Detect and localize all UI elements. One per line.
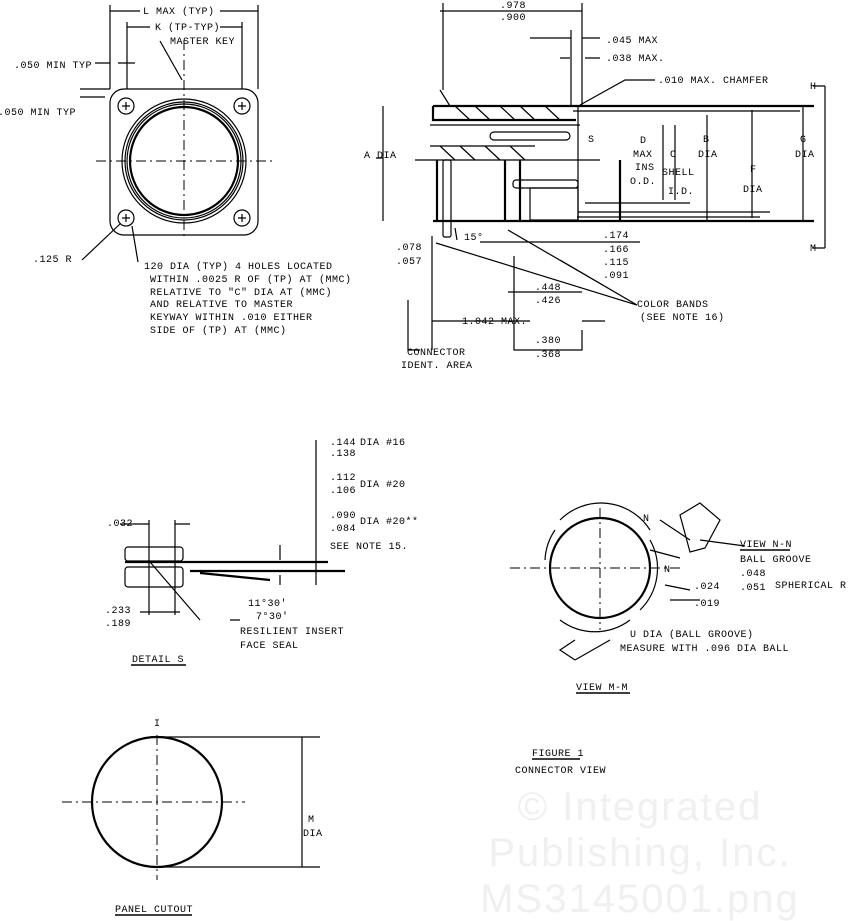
note-line: RELATIVE TO "C" DIA AT (MMC) <box>150 287 332 299</box>
dim-c: I.D. <box>668 187 694 198</box>
dim-051: .051 <box>740 583 766 594</box>
figure-caption: FIGURE 1 CONNECTOR VIEW <box>515 749 606 777</box>
dim-min-typ: .050 MIN TYP <box>0 108 76 119</box>
note-line: 120 DIA (TYP) 4 HOLES LOCATED <box>144 261 333 273</box>
dim-m: M <box>308 815 315 826</box>
figure-title: FIGURE 1 <box>532 749 584 760</box>
dim-f: F <box>750 165 757 176</box>
dim-k-tp: K (TP-TYP) <box>155 22 220 34</box>
dim-d: D <box>640 136 647 147</box>
view-m-m: N N VIEW N-N BALL GROOVE .048 .051 SPHER… <box>510 502 847 694</box>
dim-c: SHELL <box>662 168 695 179</box>
dim-112: .112 <box>330 473 356 484</box>
note-line: WITHIN .0025 R OF (TP) AT (MMC) <box>150 274 352 286</box>
dim-115: .115 <box>603 258 629 269</box>
dim-084: .084 <box>330 524 356 535</box>
note-line: KEYWAY WITHIN .010 EITHER <box>150 313 313 324</box>
dim-radius: .125 R <box>33 255 72 266</box>
dim-032: .032 <box>107 519 133 530</box>
dim-038: .038 MAX. <box>606 54 665 65</box>
dim-angle: 15° <box>464 232 484 244</box>
view-n-n-title: VIEW N-N <box>740 540 792 551</box>
detail-s: .144 .138 DIA #16 .112 .106 DIA #20 .090… <box>105 438 419 666</box>
hole-note: 120 DIA (TYP) 4 HOLES LOCATED WITHIN .00… <box>144 261 352 337</box>
detail-s-title: DETAIL S <box>132 655 184 666</box>
watermark: © Integrated Publishing, Inc. MS3145001.… <box>480 785 800 921</box>
dim-angle-1130: 11°30' <box>248 598 287 610</box>
dim-g: DIA <box>795 150 815 161</box>
dim-144: .144 <box>330 438 356 449</box>
watermark-line: Publishing, Inc. <box>488 831 791 875</box>
panel-cutout-title: PANEL CUTOUT <box>115 905 193 916</box>
dim-106: .106 <box>330 486 356 497</box>
dim-091: .091 <box>603 271 629 282</box>
dim-b: DIA <box>698 150 718 161</box>
label-ball-groove: BALL GROOVE <box>740 555 812 566</box>
dim-1042: 1.042 MAX. <box>462 317 527 328</box>
dim-166: .166 <box>603 245 629 256</box>
note-line: AND RELATIVE TO MASTER <box>150 300 293 311</box>
dim-900: .900 <box>500 13 526 24</box>
dim-978: .978 <box>500 1 526 12</box>
label-connector-ident: CONNECTOR <box>407 348 466 359</box>
label-see-note-15: SEE NOTE 15. <box>330 542 408 553</box>
panel-i: I <box>154 719 161 730</box>
label-see-note-16: (SEE NOTE 16) <box>640 312 725 324</box>
label-dia-20b: DIA #20** <box>360 516 419 528</box>
section-m: M <box>810 244 817 255</box>
dim-min-typ: .050 MIN TYP <box>14 61 92 72</box>
front-view: L MAX (TYP) K (TP-TYP) MASTER KEY .050 M… <box>0 5 352 337</box>
section-n: N <box>664 565 671 576</box>
dim-174: .174 <box>603 231 629 242</box>
dim-g: G <box>800 135 807 146</box>
dim-019: .019 <box>694 599 720 610</box>
dim-426: .426 <box>535 296 561 307</box>
dim-d: INS <box>635 163 655 174</box>
label-measure: MEASURE WITH .096 DIA BALL <box>620 644 789 655</box>
label-connector-ident: IDENT. AREA <box>401 361 473 372</box>
dim-078: .078 <box>396 243 422 254</box>
label-master-key: MASTER KEY <box>170 37 235 48</box>
view-m-m-title: VIEW M-M <box>576 683 628 694</box>
label-u-dia: U DIA (BALL GROOVE) <box>630 629 754 641</box>
dim-f: DIA <box>743 185 763 196</box>
note-line: SIDE OF (TP) AT (MMC) <box>150 325 287 337</box>
watermark-line: MS3145001.png <box>480 877 800 921</box>
label-color-bands: COLOR BANDS <box>637 300 709 311</box>
dim-c: C <box>670 150 677 161</box>
dim-045: .045 MAX <box>606 36 658 47</box>
dim-l-max: L MAX (TYP) <box>143 6 215 18</box>
dim-d: MAX <box>633 150 653 161</box>
label-chamfer: .010 MAX. CHAMFER <box>658 76 769 87</box>
dim-b: B <box>703 135 710 146</box>
dim-024: .024 <box>694 582 720 593</box>
dim-138: .138 <box>330 449 356 460</box>
dim-048: .048 <box>740 569 766 580</box>
watermark-line: © Integrated <box>518 785 763 829</box>
dim-448: .448 <box>535 283 561 294</box>
figure-subtitle: CONNECTOR VIEW <box>515 766 606 777</box>
dim-368: .368 <box>535 350 561 361</box>
label-face-seal: FACE SEAL <box>240 641 299 652</box>
dim-d: O.D. <box>630 177 656 188</box>
section-h: H <box>810 82 817 93</box>
label-dia-16: DIA #16 <box>360 438 406 449</box>
dim-090: .090 <box>330 511 356 522</box>
label-resilient-insert: RESILIENT INSERT <box>240 627 344 638</box>
side-view: .978 .900 .045 MAX .038 MAX. .010 MAX. C… <box>364 1 826 372</box>
dim-189: .189 <box>105 619 131 630</box>
label-spherical-r: SPHERICAL R <box>775 581 847 592</box>
section-n: N <box>643 514 650 525</box>
dim-057: .057 <box>396 257 422 268</box>
dim-233: .233 <box>105 606 131 617</box>
dim-a-dia: A DIA <box>364 151 397 162</box>
dim-angle-730: 7°30' <box>256 611 289 623</box>
panel-cutout: I M DIA PANEL CUTOUT <box>62 719 323 916</box>
label-dia-20: DIA #20 <box>360 480 406 491</box>
detail-s-callout: S <box>588 135 595 146</box>
dim-380: .380 <box>535 336 561 347</box>
dim-m-dia: DIA <box>303 829 323 840</box>
